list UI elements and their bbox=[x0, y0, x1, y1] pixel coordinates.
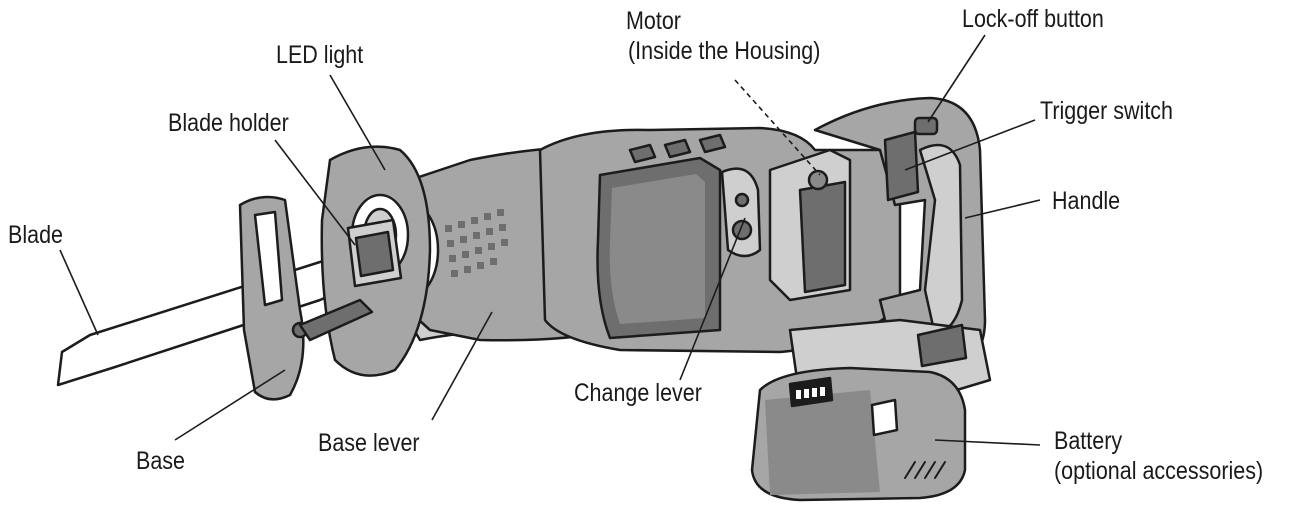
label-motor-note: (Inside the Housing) bbox=[628, 37, 821, 65]
leader-handle bbox=[964, 199, 1041, 219]
leader-motor bbox=[734, 79, 821, 176]
leader-lock-off bbox=[927, 34, 986, 123]
change-lever-shape bbox=[720, 167, 762, 258]
label-blade: Blade bbox=[8, 221, 63, 249]
lock-off-button-shape bbox=[913, 116, 939, 136]
label-led-light: LED light bbox=[276, 41, 364, 69]
label-base-lever: Base lever bbox=[318, 429, 420, 457]
leader-blade bbox=[59, 249, 99, 336]
trigger-switch-shape bbox=[883, 130, 920, 202]
leader-led-light bbox=[329, 74, 386, 171]
label-trigger-switch: Trigger switch bbox=[1040, 97, 1174, 125]
label-lock-off-button: Lock-off button bbox=[962, 5, 1104, 33]
label-battery: Battery bbox=[1054, 427, 1123, 455]
grip-texture bbox=[445, 209, 508, 277]
label-battery-note: (optional accessories) bbox=[1054, 457, 1264, 485]
leader-blade-holder bbox=[274, 139, 356, 246]
leader-base-lever bbox=[431, 311, 493, 421]
label-base: Base bbox=[136, 447, 186, 475]
label-blade-holder: Blade holder bbox=[168, 109, 289, 137]
leader-battery bbox=[934, 439, 1041, 446]
label-handle: Handle bbox=[1052, 187, 1121, 215]
blade-shape bbox=[56, 250, 356, 387]
label-motor: Motor bbox=[626, 7, 681, 35]
leader-change-lever bbox=[679, 217, 746, 381]
leader-base bbox=[174, 369, 286, 441]
label-change-lever: Change lever bbox=[574, 379, 702, 407]
leader-trigger bbox=[904, 119, 1036, 171]
leader-lines bbox=[59, 34, 1041, 446]
